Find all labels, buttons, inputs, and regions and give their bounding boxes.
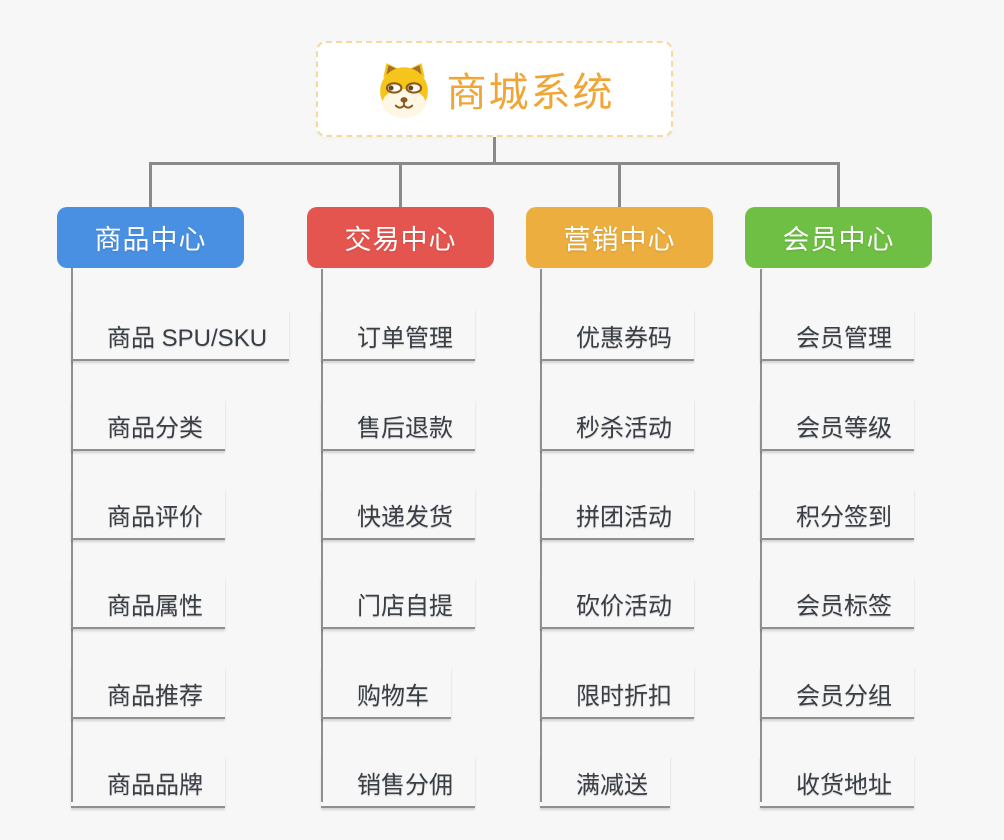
leaf-topic[interactable]: 满减送: [540, 756, 670, 808]
leaf-topic[interactable]: 会员管理: [760, 309, 914, 361]
connector-spine-branch-2: [321, 269, 323, 802]
leaf-topic[interactable]: 积分签到: [760, 488, 914, 540]
leaf-topic[interactable]: 商品 SPU/SKU: [71, 309, 290, 361]
connector-root-stem: [493, 135, 496, 164]
leaf-topic[interactable]: 商品推荐: [71, 667, 225, 719]
leaf-topic[interactable]: 会员等级: [760, 399, 914, 451]
leaf-topic[interactable]: 秒杀活动: [540, 399, 694, 451]
leaf-topic[interactable]: 商品评价: [71, 488, 225, 540]
branch-label: 营销中心: [563, 225, 676, 255]
connector-main-rail: [149, 162, 840, 165]
leaf-topic[interactable]: 购物车: [321, 667, 451, 719]
connector-drop-branch-4: [837, 162, 840, 208]
branch-node-marketing-center[interactable]: 营销中心: [526, 207, 713, 268]
root-title: 商城系统: [446, 71, 615, 115]
branch-node-trade-center[interactable]: 交易中心: [307, 207, 494, 268]
leaf-topic[interactable]: 拼团活动: [540, 488, 694, 540]
branch-label: 会员中心: [782, 225, 895, 255]
dog-face-icon: [379, 63, 428, 118]
leaf-topic[interactable]: 快递发货: [321, 488, 475, 540]
leaf-topic[interactable]: 门店自提: [321, 577, 475, 629]
leaf-topic[interactable]: 商品品牌: [71, 756, 225, 808]
leaf-topic[interactable]: 售后退款: [321, 399, 475, 451]
leaf-topic[interactable]: 商品分类: [71, 399, 225, 451]
branch-node-member-center[interactable]: 会员中心: [745, 207, 932, 268]
leaf-topic[interactable]: 砍价活动: [540, 577, 694, 629]
leaf-topic[interactable]: 收货地址: [760, 756, 914, 808]
branch-node-product-center[interactable]: 商品中心: [57, 207, 244, 268]
connector-spine-branch-3: [540, 269, 542, 802]
leaf-topic[interactable]: 会员标签: [760, 577, 914, 629]
leaf-topic[interactable]: 限时折扣: [540, 667, 694, 719]
connector-spine-branch-1: [71, 268, 73, 802]
leaf-topic[interactable]: 商品属性: [71, 577, 225, 629]
branch-label: 商品中心: [94, 225, 207, 255]
leaf-topic[interactable]: 优惠券码: [540, 309, 694, 361]
connector-drop-branch-2: [399, 162, 402, 208]
connector-drop-branch-1: [149, 162, 152, 208]
connector-drop-branch-3: [618, 162, 621, 208]
root-node-mall-system[interactable]: 商城系统: [316, 41, 673, 137]
leaf-topic[interactable]: 订单管理: [321, 309, 475, 361]
leaf-topic[interactable]: 会员分组: [760, 667, 914, 719]
branch-label: 交易中心: [344, 225, 457, 255]
connector-spine-branch-4: [760, 269, 762, 802]
leaf-topic[interactable]: 销售分佣: [321, 756, 475, 808]
